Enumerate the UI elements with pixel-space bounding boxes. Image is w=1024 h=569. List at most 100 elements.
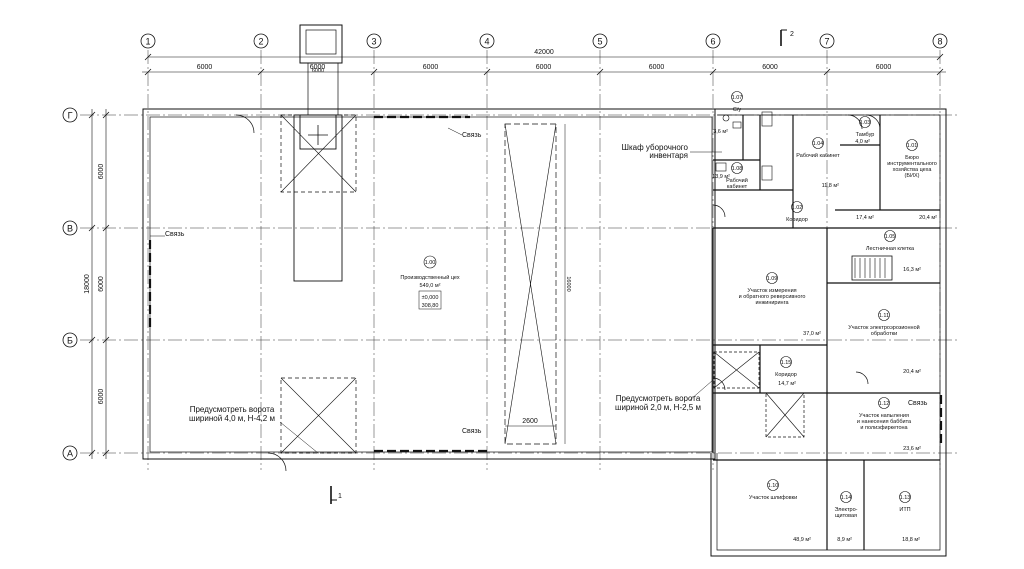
room-name-line: Рабочий кабинет (796, 152, 840, 159)
note-cabinet: инвентаря (649, 151, 688, 160)
axis-label-row: Г (68, 111, 73, 121)
room-number-circle (423, 255, 437, 269)
door-swing (865, 114, 881, 130)
dimension-span: 6000 (98, 164, 105, 180)
axis-label-col: 6 (710, 37, 715, 47)
room-name-line: Электро- (835, 507, 858, 513)
door-swing (712, 204, 726, 218)
axis-bubble-col (253, 33, 269, 49)
dimension-bay: 6000 (310, 64, 326, 71)
axis-label-col: 8 (937, 37, 942, 47)
dimension-tick (102, 111, 110, 119)
hall-outer-wall (142, 108, 716, 460)
room-number-circle (731, 162, 743, 174)
room-number: 1.09 (767, 276, 778, 282)
door-swing (267, 452, 287, 472)
room-area: 23,6 м² (903, 446, 921, 452)
stair-flight (851, 255, 893, 281)
door-swing (847, 114, 863, 130)
dimension-span: 6000 (98, 276, 105, 292)
room-name-line: ИТП (899, 507, 910, 513)
axis-bubble-col (819, 33, 835, 49)
room-number-circle (859, 116, 871, 128)
dimension-tick (102, 336, 110, 344)
room-name-line: Тамбур (856, 132, 875, 138)
wing-inner-wall (716, 114, 941, 551)
room-area: 18,8 м² (902, 537, 920, 543)
axis-label-row: А (67, 449, 73, 459)
dimension-tick (709, 68, 717, 76)
zone-outline (280, 377, 357, 454)
room-label-r107: 1.07С/у3,6 м² (713, 91, 743, 135)
room-number: 1.02 (792, 205, 803, 211)
stair-outline (851, 255, 893, 281)
room-area: 3,6 м² (713, 129, 728, 135)
dimension-bay: 6000 (876, 64, 892, 71)
leader-line (279, 421, 319, 454)
axis-bubble-row (62, 220, 78, 236)
room-number-circle (840, 491, 852, 503)
room-number-circle (878, 397, 890, 409)
door-swing (855, 371, 869, 385)
level-box (418, 290, 442, 310)
room-number: 1.03 (860, 120, 871, 126)
note-svyaz: Связь (462, 428, 482, 435)
room-name-line: Участок электроэрозионной (848, 324, 919, 331)
dimension-overall: 42000 (534, 49, 554, 56)
room-name-line: и нанесения баббита (857, 419, 912, 425)
room-name-line: и полиэфиркетона (860, 425, 908, 431)
room-name-line: Участок напыления (859, 413, 909, 419)
building-walls (142, 108, 947, 557)
room-area: 17,4 м² (856, 215, 874, 221)
note-svyaz: Связь (165, 231, 185, 238)
dimension-bay: 6000 (762, 64, 778, 71)
room-number-circle (899, 491, 911, 503)
crane-cabin-inner (305, 29, 337, 55)
leader-line (447, 127, 463, 136)
room-number-circle (791, 201, 803, 213)
section-label-bottom: 1 (338, 493, 342, 500)
room-area: 37,0 м² (803, 331, 821, 337)
zone-diagonal (280, 114, 357, 193)
axis-bubble-col (479, 33, 495, 49)
room-number: 1.15 (781, 360, 792, 366)
note-gate-small: шириной 2,0 м, Н-2,5 м (615, 403, 701, 412)
room-area: 20,4 м² (919, 215, 937, 221)
dimension-total: 18000 (84, 274, 91, 294)
zone-outline (765, 392, 805, 438)
room-area: 14,7 м² (778, 381, 796, 387)
room-number: 1.05 (885, 234, 896, 240)
room-name-line: Бюро (905, 155, 919, 161)
axis-bubble-row (62, 332, 78, 348)
room-name-line: (БИХ) (905, 173, 920, 179)
room-name-line: кабинет (727, 184, 748, 190)
room-name-line: Рабочий (726, 177, 748, 184)
room-number: 1.13 (900, 495, 911, 501)
toilet-fixture (722, 114, 730, 122)
room-name-line: Участок измерения (747, 288, 796, 294)
room-number-circle (884, 230, 896, 242)
dimension-tick (823, 68, 831, 76)
room-name-line: обработки (871, 331, 897, 337)
dimension-tick (144, 68, 152, 76)
room-number-circle (731, 91, 743, 103)
room-name-line: щитовая (835, 513, 857, 519)
room-name-line: Коридор (786, 217, 808, 223)
note-gate-small: Предусмотреть ворота (616, 394, 701, 403)
room-number: 1.12 (879, 401, 890, 407)
room-number: 1.07 (732, 95, 743, 101)
zone-diagonal (504, 123, 557, 445)
wing-outer-wall (710, 108, 947, 557)
zone-diagonal (765, 392, 805, 438)
dimension-crane: 6000 (312, 68, 324, 74)
room-number: 1.11 (879, 313, 889, 319)
